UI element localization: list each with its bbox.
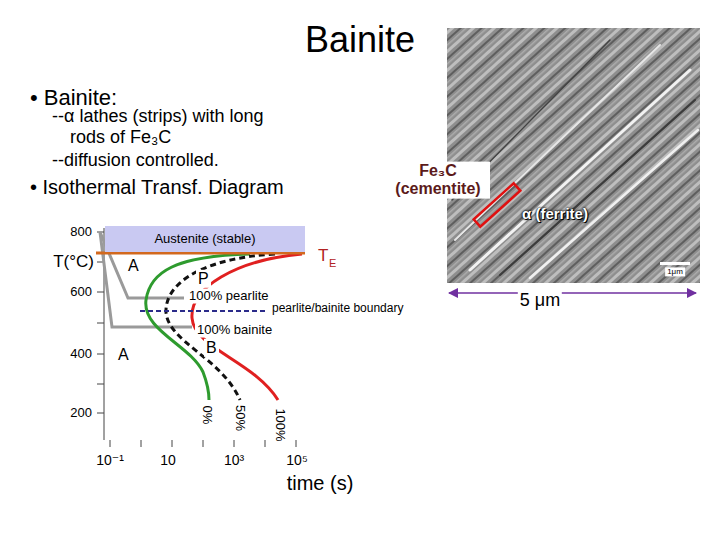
bullet-heading: • Isothermal Transf. Diagram (30, 176, 284, 199)
te-subscript: E (329, 257, 336, 270)
bullet-text: --diffusion controlled. (52, 150, 219, 171)
phase-letter: A (128, 257, 139, 275)
micrograph-shade (447, 28, 700, 283)
tick (97, 354, 104, 355)
time-value: 10 (160, 452, 176, 468)
axis-value: 400 (70, 347, 92, 362)
region-note: 100% bainite (195, 323, 274, 338)
axis-title: T(°C) (53, 252, 94, 272)
phase-callout: Fe₃C (cementite) (386, 162, 490, 199)
axis-value: 800 (70, 225, 92, 240)
time-value: 10⁻¹ (96, 452, 124, 468)
te-symbol: T (318, 246, 328, 266)
tick (97, 292, 104, 293)
tick (141, 440, 142, 447)
tick (203, 440, 204, 447)
tick (234, 440, 235, 447)
boundary-note: pearlite/bainite boundary (270, 302, 405, 316)
tick (172, 440, 173, 447)
micro-scale-bar (660, 262, 690, 265)
time-value: 10³ (224, 452, 244, 468)
phase-letter: A (118, 346, 129, 364)
slide-title: Bainite (305, 19, 415, 60)
tick (97, 384, 104, 385)
bullet-text: --α lathes (strips) with long rods of Fe… (52, 106, 282, 147)
micrograph (447, 28, 700, 283)
scale-label: 5 μm (518, 290, 562, 311)
tick (265, 440, 266, 447)
lath-streak (530, 130, 698, 278)
phase-letter: B (204, 339, 219, 357)
finish-curve (192, 254, 302, 400)
region-note: 100% pearlite (187, 289, 271, 304)
axis-title: time (s) (287, 472, 354, 495)
time-value: 10⁵ (286, 452, 307, 468)
phase-letter: P (196, 270, 211, 288)
region-box: Austenite (stable) (105, 226, 305, 252)
tick (110, 440, 111, 447)
phase-callout: α (ferrite) (522, 205, 588, 222)
lath-streak (470, 70, 690, 270)
axis-value: 600 (70, 285, 92, 300)
tick (296, 440, 297, 447)
curve-percent: 50% (233, 405, 248, 431)
tick (97, 413, 104, 414)
lath-streak (455, 45, 660, 240)
tick (97, 323, 104, 324)
x-ticks (110, 440, 296, 447)
micrograph-streaks (452, 40, 698, 278)
curve-percent: 0% (200, 406, 215, 425)
region-label: Austenite (stable) (154, 232, 255, 247)
axis-value: 200 (70, 406, 92, 421)
scale-arrow (449, 292, 696, 294)
micro-scale-label: 1μm (665, 267, 685, 276)
curve-percent: 100% (273, 408, 288, 441)
lath-streak (500, 100, 695, 275)
boundary-line (140, 310, 266, 312)
